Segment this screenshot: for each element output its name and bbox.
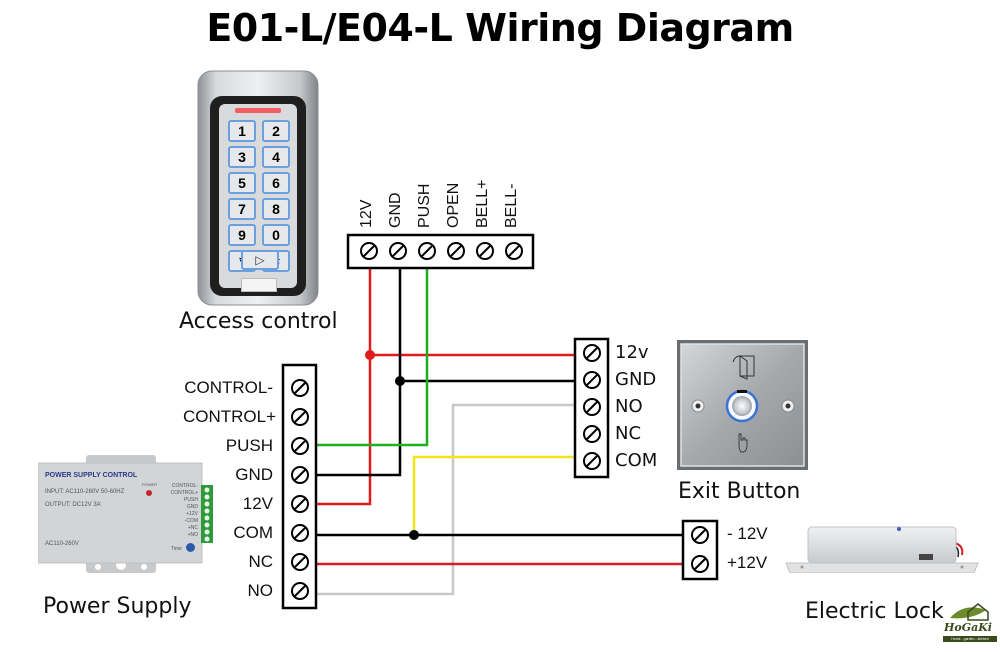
keypad-key[interactable]: 2: [262, 120, 290, 142]
keypad-key[interactable]: 0: [262, 224, 290, 246]
psu-panel-terminal: CONTROL+: [170, 490, 198, 496]
keypad-key[interactable]: 9: [228, 224, 256, 246]
exit-button-caption: Exit Button: [678, 479, 801, 504]
access-terminal-block: [346, 233, 535, 270]
psu-terminal-label: NO: [247, 581, 274, 600]
hogaki-brand: HoGaKi: [944, 621, 992, 634]
lock-terminal-block: [681, 519, 719, 581]
psu-panel-title: POWER SUPPLY CONTROL: [45, 472, 138, 479]
electric-lock: [782, 521, 982, 574]
electric-lock-caption: Electric Lock: [805, 599, 944, 624]
exit-terminal-label: NO: [615, 396, 643, 417]
psu-terminal-label: COM: [233, 523, 273, 542]
psu-terminal-label: PUSH: [225, 436, 273, 455]
keypad-key[interactable]: 4: [262, 146, 290, 168]
bell-key[interactable]: ▷: [241, 250, 279, 270]
access-terminal-label: BELL-: [503, 183, 520, 228]
psu-panel-power: POWER: [142, 482, 158, 487]
wire-gray-no: [316, 403, 576, 596]
keypad-key[interactable]: 7: [228, 198, 256, 220]
psu-panel-terminals: CONTROL- CONTROL+ PUSH GND +12V -COM +NC…: [156, 483, 198, 539]
psu-panel-terminal: +NO: [187, 532, 198, 538]
exit-terminal-label: NC: [615, 423, 642, 444]
psu-terminal-label: 12V: [242, 494, 273, 513]
psu-terminal-block: [281, 363, 318, 610]
power-supply-caption: Power Supply: [43, 594, 192, 619]
psu-panel-terminal: +12V: [186, 511, 198, 517]
psu-terminal-label: NC: [248, 552, 273, 571]
wire-green-push: [316, 268, 429, 447]
junction-com: [409, 530, 419, 540]
access-control-keypad: 1 2 3 4 5 6 7 8 9 0 * # ▷: [197, 70, 319, 306]
psu-panel-terminal: +NC: [187, 525, 198, 531]
keypad-key[interactable]: 6: [262, 172, 290, 194]
keypad-key[interactable]: 3: [228, 146, 256, 168]
access-terminal-label: OPEN: [445, 182, 462, 228]
exit-button-plate: [677, 340, 808, 470]
access-terminal-label: GND: [387, 192, 404, 228]
psu-terminal-label: CONTROL+: [182, 407, 276, 426]
keypad-key[interactable]: 1: [228, 120, 256, 142]
access-terminal-label: PUSH: [416, 183, 433, 228]
keypad-key[interactable]: 5: [228, 172, 256, 194]
page-title: E01-L/E04-L Wiring Diagram: [206, 6, 794, 50]
exit-terminal-block: [573, 337, 610, 479]
access-terminal-label: BELL+: [474, 179, 491, 228]
exit-terminal-label: GND: [615, 369, 657, 390]
power-supply-unit: POWER SUPPLY CONTROL INPUT: AC110-260V 5…: [37, 455, 215, 573]
wires: [316, 268, 684, 596]
lock-terminal-label: +12V: [727, 553, 768, 572]
hogaki-logo: HoGaKi Home - garden - kitchen: [942, 598, 998, 650]
access-terminal-label: 12V: [358, 199, 375, 228]
wire-yellow-com: [412, 455, 576, 535]
exit-terminal-label: COM: [615, 450, 658, 471]
psu-panel-terminal: CONTROL-: [171, 483, 198, 489]
psu-panel-time: Time: [171, 546, 182, 552]
wire-black-gnd: [316, 268, 402, 477]
psu-panel-terminal: PUSH: [184, 497, 198, 503]
psu-terminal-label: CONTROL-: [184, 378, 273, 397]
exit-terminal-label: 12v: [615, 342, 649, 363]
keypad-key[interactable]: 8: [262, 198, 290, 220]
hogaki-tagline: Home - garden - kitchen: [943, 636, 997, 642]
psu-panel-input: INPUT: AC110-260V 50-60HZ: [45, 489, 125, 495]
lock-terminal-label: - 12V: [727, 524, 768, 543]
psu-terminal-label: GND: [235, 465, 273, 484]
psu-panel-output: OUTPUT: DC12V 3A: [45, 502, 101, 508]
card-slot: [241, 278, 277, 292]
wire-red-12v: [316, 268, 372, 506]
psu-panel-terminal: GND: [186, 504, 198, 510]
timer-knob-icon[interactable]: [186, 543, 195, 552]
psu-panel-ac: AC110-260V: [45, 541, 79, 547]
junction-black: [395, 376, 405, 386]
psu-panel-terminal: -COM: [184, 518, 198, 524]
access-control-caption: Access control: [179, 309, 338, 334]
junction-red: [365, 350, 375, 360]
